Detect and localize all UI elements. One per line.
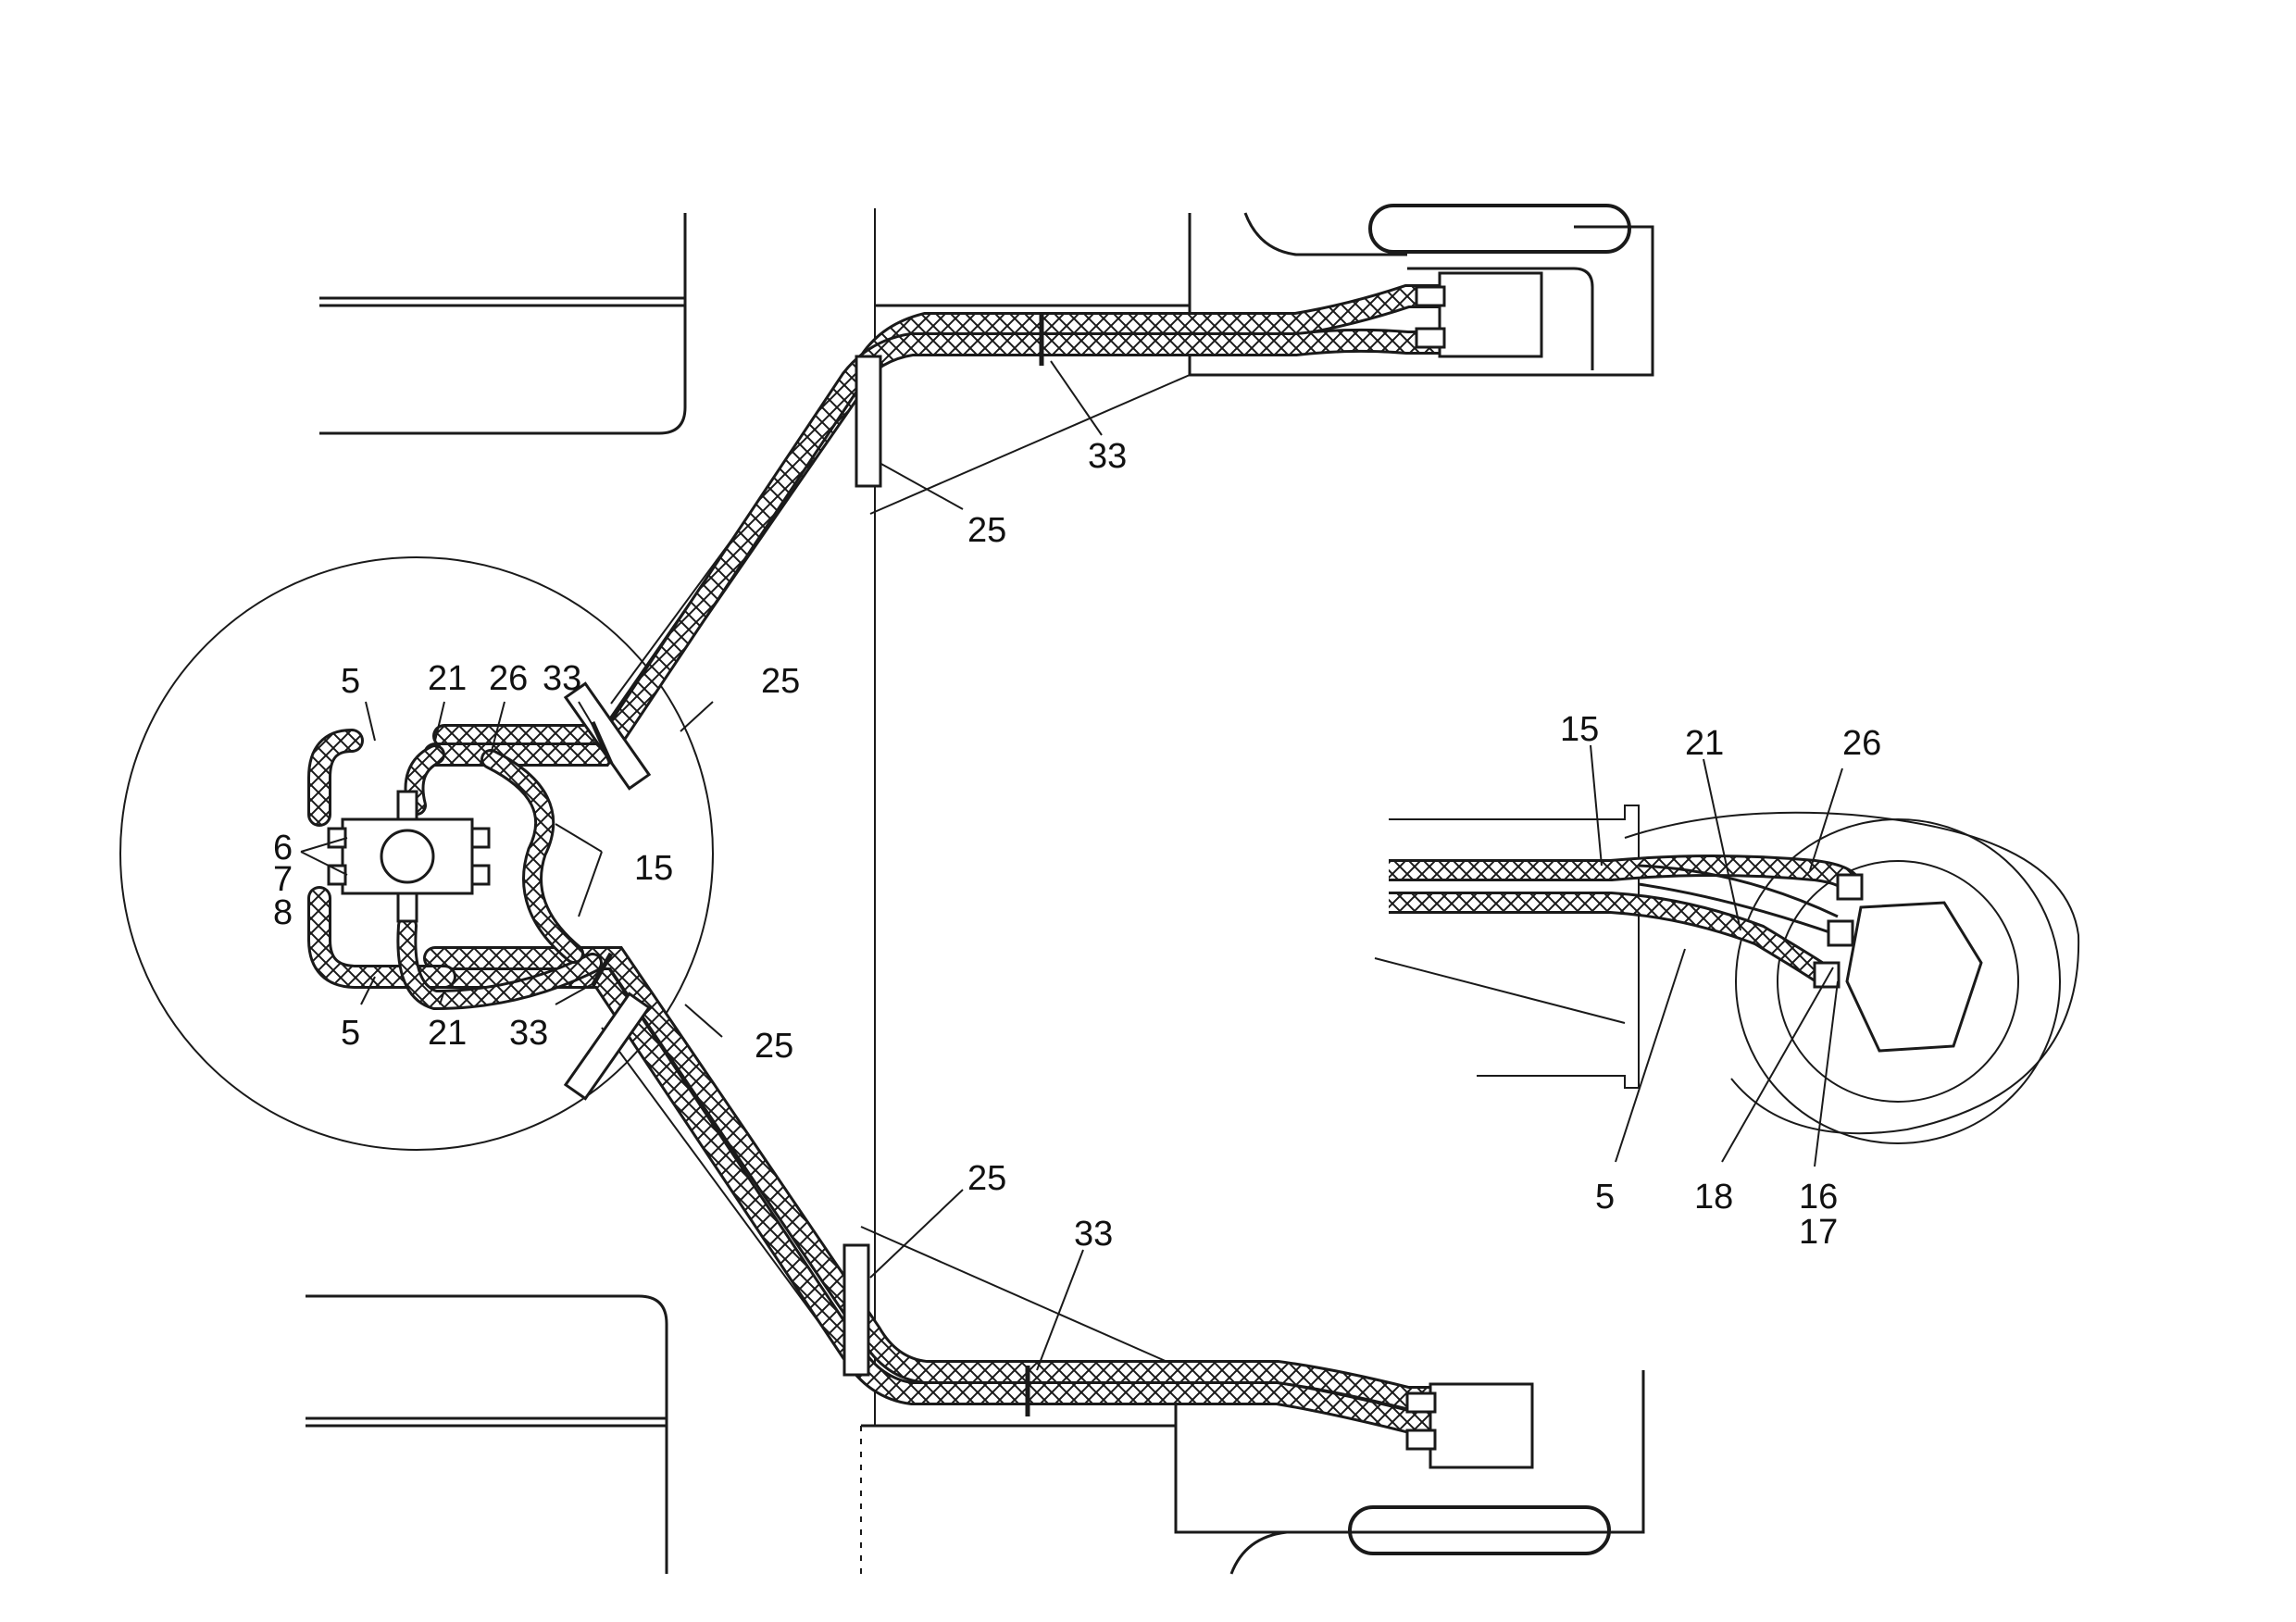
callout-21-lower: 21 bbox=[428, 1014, 467, 1053]
detail-view bbox=[1374, 805, 2080, 1144]
callout-25-bottom: 25 bbox=[967, 1159, 1006, 1198]
callout-5-lower: 5 bbox=[341, 1014, 360, 1053]
callout-33-upper: 33 bbox=[543, 659, 581, 698]
callout-26-upper: 26 bbox=[489, 659, 528, 698]
callout-15-upper: 15 bbox=[634, 849, 673, 888]
motor-fittings bbox=[1405, 271, 1543, 1469]
detail-callout-16: 16 bbox=[1799, 1178, 1838, 1216]
detail-callout-18: 18 bbox=[1694, 1178, 1733, 1216]
callout-6: 6 bbox=[273, 829, 293, 867]
detail-callout-26: 26 bbox=[1842, 724, 1881, 763]
detail-callout-17: 17 bbox=[1799, 1213, 1838, 1252]
detail-fittings bbox=[1813, 873, 1864, 989]
callout-labels: 5 21 26 33 25 6 7 8 15 5 21 33 25 33 25 … bbox=[273, 437, 1881, 1254]
callout-25-upper: 25 bbox=[761, 662, 800, 701]
leader-lines bbox=[300, 360, 1843, 1371]
detail-callout-5: 5 bbox=[1595, 1178, 1615, 1216]
callout-7: 7 bbox=[273, 860, 293, 899]
pump-block bbox=[327, 790, 491, 923]
callout-33-top: 33 bbox=[1088, 437, 1127, 476]
callout-21-upper: 21 bbox=[428, 659, 467, 698]
detail-callout-15: 15 bbox=[1560, 710, 1599, 749]
callout-33-lower: 33 bbox=[509, 1014, 548, 1053]
hose-loop-pump bbox=[307, 729, 603, 1011]
callout-25-lower: 25 bbox=[755, 1027, 793, 1066]
callout-8: 8 bbox=[273, 893, 293, 932]
clamp-25 bbox=[563, 355, 882, 1377]
swing-circle bbox=[119, 556, 714, 1151]
detail-hoses bbox=[1389, 855, 1863, 982]
callout-5-upper: 5 bbox=[341, 662, 360, 701]
detail-callout-21: 21 bbox=[1685, 724, 1724, 763]
hose-bundle-lower bbox=[423, 946, 1442, 1433]
callout-25-top: 25 bbox=[967, 511, 1006, 550]
callout-33-bottom: 33 bbox=[1074, 1215, 1113, 1254]
